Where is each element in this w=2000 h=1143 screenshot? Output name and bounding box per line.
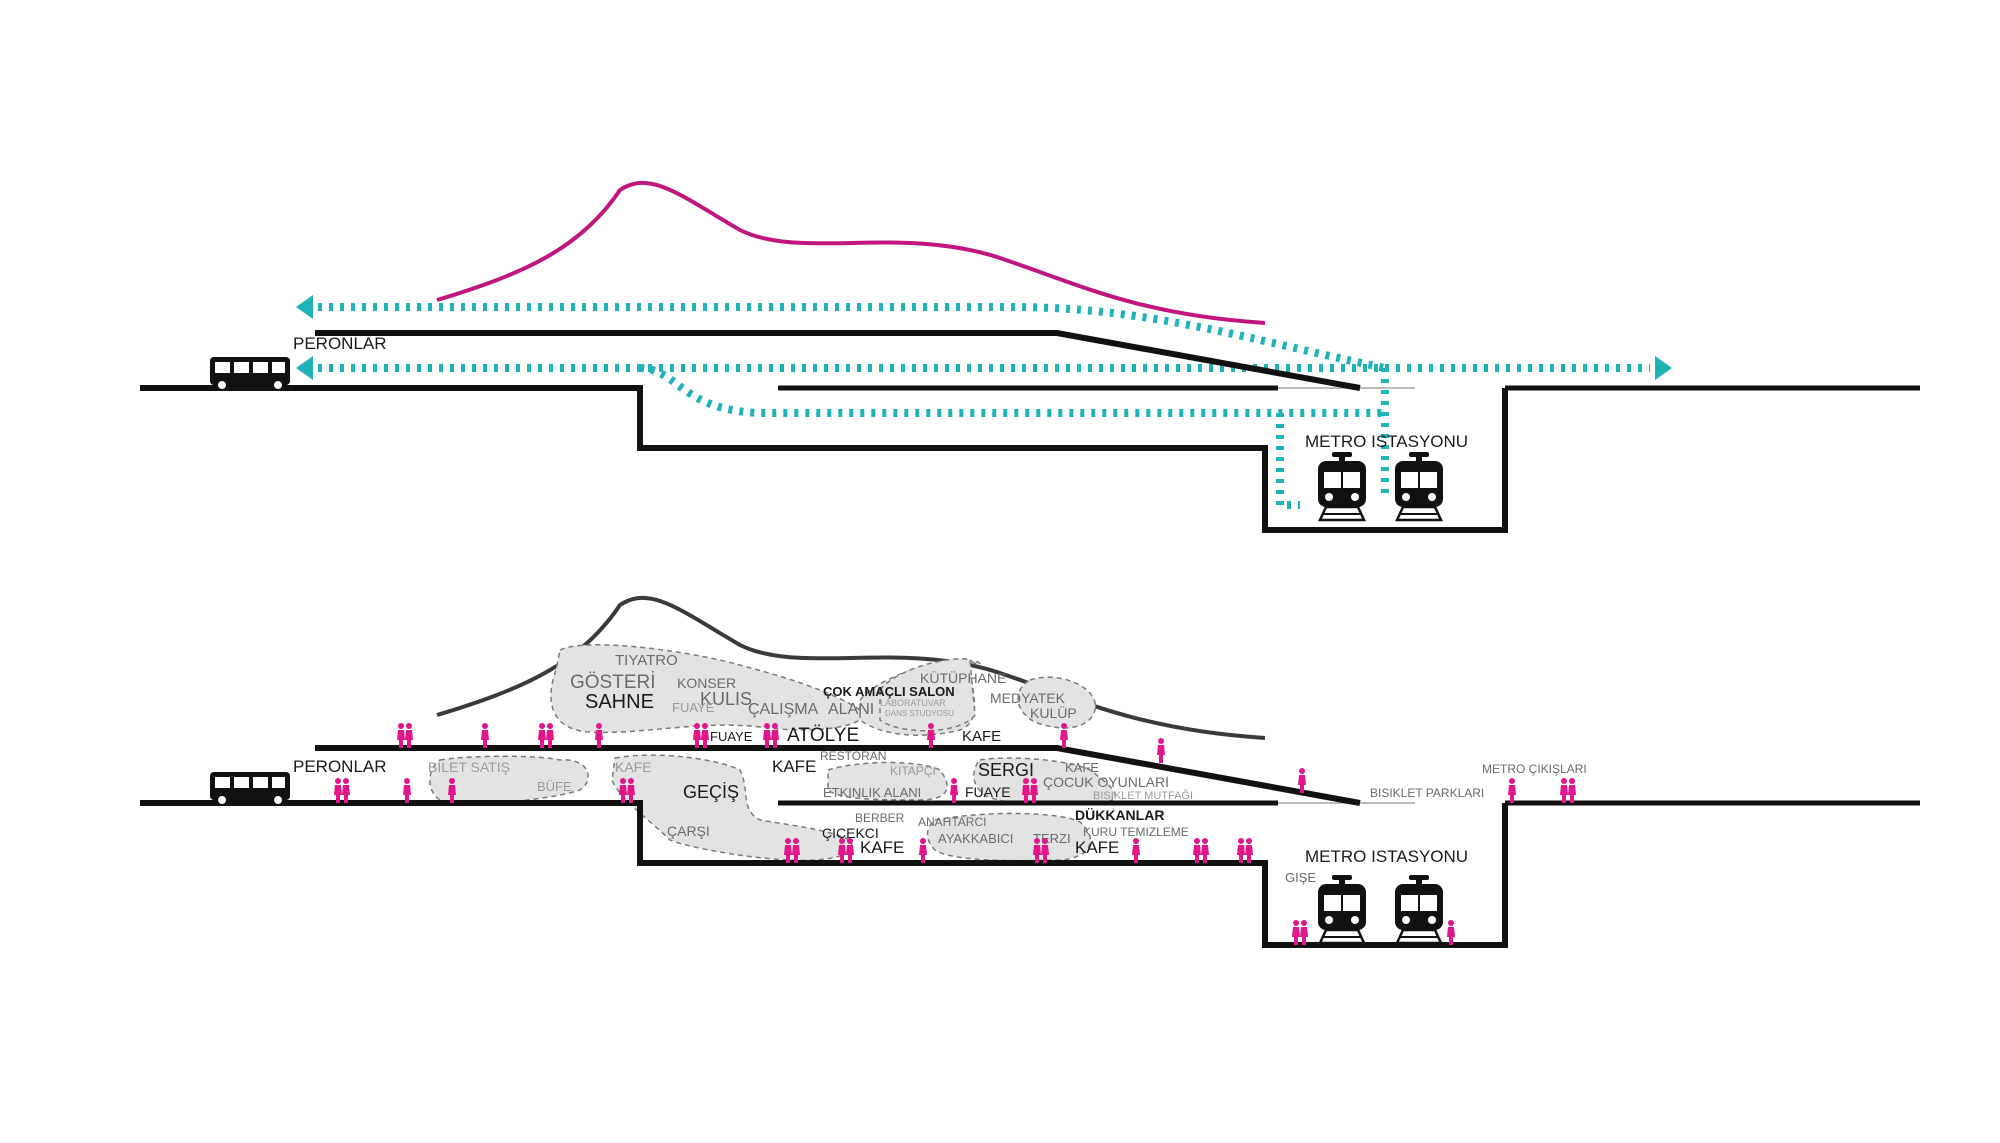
label-ayakkabici: AYAKKABICI	[938, 831, 1013, 846]
upper-platform	[315, 745, 1361, 806]
person-icon	[538, 723, 554, 748]
label-restoran: RESTORAN	[820, 749, 886, 763]
label-kulis: KULIS	[700, 689, 752, 709]
label-kafe: KAFE	[1075, 838, 1119, 857]
label-anahtarci: ANAHTARCI	[918, 815, 986, 829]
label-cocuk-oyunlari: ÇOCUK OYUNLARI	[1043, 774, 1169, 790]
ground-level-labels: BILET SATIŞ BÜFE KAFE GEÇİŞ KAFE RESTORA…	[428, 749, 1587, 802]
label-kulup: KULÜP	[1030, 704, 1077, 721]
arrow-left-icon	[296, 295, 313, 319]
flow-metro-left	[1276, 413, 1300, 509]
program-zones	[429, 644, 1116, 862]
label-tiyatro: TIYATRO	[615, 652, 678, 669]
zone-medyatek	[1017, 676, 1096, 729]
person-icon	[1060, 723, 1068, 748]
upper-platform	[315, 330, 1361, 391]
zone-ayakkabici	[926, 812, 1092, 862]
person-icon	[693, 723, 709, 748]
label-kuru-temizleme: KURU TEMIZLEME	[1083, 825, 1189, 839]
label-medyatek: MEDYATEK	[990, 690, 1066, 706]
upper-level-labels: TIYATRO GÖSTERİ SAHNE KONSER KULIS FUAYE…	[570, 652, 1077, 746]
person-icon	[1157, 738, 1165, 763]
person-icon	[397, 723, 413, 748]
label-konser: KONSER	[677, 675, 736, 691]
label-bisiklet-parklari: BISIKLET PARKLARI	[1370, 786, 1484, 800]
label-cok-amacli-salon: ÇOK AMAÇLI SALON	[823, 684, 955, 699]
person-icon	[403, 778, 411, 803]
ground-and-basement	[140, 385, 1508, 533]
person-icon	[481, 723, 489, 748]
person-icon	[1292, 920, 1308, 945]
label-kafe: KAFE	[962, 728, 1001, 745]
label-gecis: GEÇİŞ	[683, 782, 739, 802]
ground-and-basement	[140, 800, 1508, 948]
flow-lower-branch	[639, 364, 1385, 417]
label-kafe: KAFE	[615, 759, 652, 775]
arrow-right-icon	[1655, 356, 1672, 380]
platforms-label: PERONLAR	[293, 757, 387, 776]
structure	[140, 330, 1920, 533]
label-fuaye: FUAYE	[965, 784, 1011, 800]
metro-label: METRO ISTASYONU	[1305, 432, 1468, 451]
label-fuaye: FUAYE	[710, 729, 753, 744]
top-section: PERONLAR METRO ISTASYONU	[140, 180, 1920, 533]
person-icon	[927, 723, 935, 748]
person-icon	[334, 778, 350, 803]
label-etkinlik-alani: ETKINLIK ALANI	[823, 785, 921, 800]
flow-arrows	[318, 303, 1650, 509]
person-icon	[950, 778, 958, 803]
label-dukkanlar: DÜKKANLAR	[1075, 807, 1164, 823]
zone-restoran	[827, 761, 948, 801]
label-gosteri: GÖSTERİ	[570, 672, 656, 693]
roof-curve	[436, 180, 1266, 325]
bottom-section: PERONLAR TIYATRO GÖSTERİ SAHNE KONSER KU…	[140, 595, 1920, 948]
metro-train-icon	[1316, 450, 1368, 522]
label-calisma: ÇALIŞMA	[748, 701, 819, 718]
label-kutuphane: KÜTÜPHANE	[920, 669, 1006, 686]
zone-library	[879, 658, 976, 732]
platforms-label: PERONLAR	[293, 334, 387, 353]
label-bufe: BÜFE	[537, 779, 572, 794]
ticket-label: GIŞE	[1285, 870, 1316, 885]
label-fuaye: FUAYE	[672, 700, 715, 715]
label-atolye: ATÖLYE	[787, 725, 859, 746]
person-icon	[1447, 920, 1455, 945]
label-laboratuvar: LABORATUVAR	[880, 698, 946, 708]
label-metro-cikislari: METRO ÇIKIŞLARI	[1482, 762, 1587, 776]
label-sahne: SAHNE	[585, 691, 654, 713]
label-cicekci: ÇIÇEKCI	[822, 825, 879, 841]
label-kitapci: KITAPÇI	[890, 764, 936, 778]
label-kafe: KAFE	[1065, 760, 1099, 775]
arrow-left-icon	[296, 356, 313, 380]
label-dans: DANS STUDYOSU	[885, 709, 954, 718]
person-icon	[1193, 838, 1209, 863]
label-kafe: KAFE	[860, 838, 904, 857]
label-alani: ALANI	[828, 701, 874, 718]
label-sergi: SERGI	[978, 760, 1034, 780]
person-icon	[595, 723, 603, 748]
metro-train-icon	[1393, 873, 1445, 945]
zone-bilet	[429, 755, 589, 804]
structure	[140, 745, 1920, 948]
label-bilet-satis: BILET SATIŞ	[428, 759, 510, 775]
metro-train-icon	[1393, 450, 1445, 522]
label-berber: BERBER	[855, 811, 905, 825]
person-icon	[1132, 838, 1140, 863]
lower-level-labels: ÇARŞI BERBER ANAHTARCI ÇIÇEKCI KAFE AYAK…	[667, 807, 1189, 857]
flow-upper-left	[318, 303, 1386, 372]
label-kafe: KAFE	[772, 757, 816, 776]
label-bisiklet-mutfagi: BISIKLET MUTFAĞI	[1093, 789, 1193, 802]
person-icon	[919, 838, 927, 863]
zone-gecis	[611, 754, 853, 862]
metro-train-icon	[1316, 873, 1368, 945]
person-icon	[1508, 778, 1516, 803]
label-carsi: ÇARŞI	[667, 823, 710, 839]
person-icon	[1560, 778, 1576, 803]
metro-label: METRO ISTASYONU	[1305, 847, 1468, 866]
zone-theatre	[550, 644, 864, 734]
person-icon	[1237, 838, 1253, 863]
